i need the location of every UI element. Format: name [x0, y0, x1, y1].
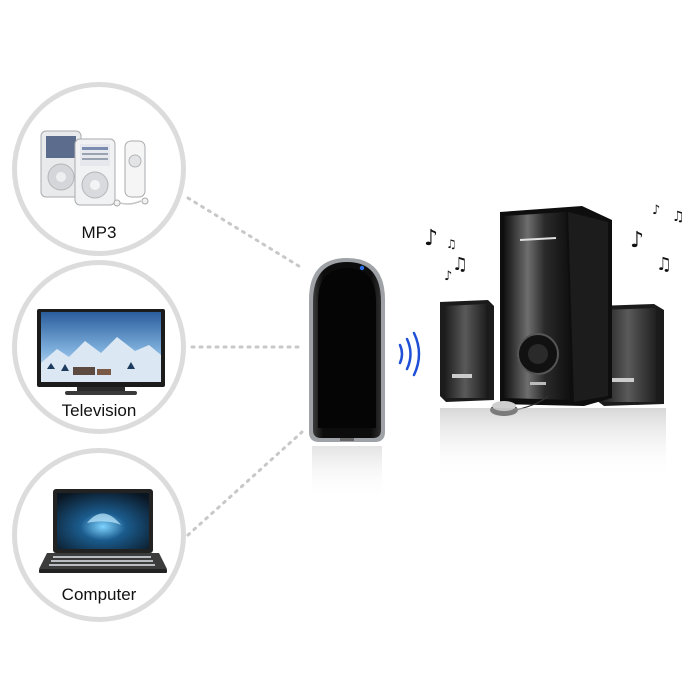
connector-line-computer — [186, 430, 304, 537]
music-note-icon: ♪ — [444, 269, 453, 284]
music-note-icon: ♫ — [672, 209, 685, 225]
laptop-icon — [39, 489, 167, 573]
television-icon — [37, 309, 165, 395]
connector-line-mp3 — [186, 196, 304, 270]
source-label-mp3: MP3 — [81, 223, 117, 242]
receiver-led — [359, 265, 365, 271]
source-computer: Computer — [12, 448, 186, 622]
mp3-player-icon — [40, 130, 149, 207]
music-note-icon: ♪ — [652, 203, 661, 218]
source-television: Television — [12, 260, 186, 434]
music-note-icon: ♫ — [452, 254, 469, 275]
music-note-icon: ♫ — [446, 237, 457, 251]
source-mp3: MP3 — [12, 82, 186, 256]
source-label-computer: Computer — [61, 585, 137, 604]
music-note-icon: ♪ — [630, 228, 645, 253]
source-label-television: Television — [61, 401, 137, 420]
music-note-icon: ♫ — [656, 254, 673, 275]
music-note-icon: ♪ — [424, 226, 439, 251]
